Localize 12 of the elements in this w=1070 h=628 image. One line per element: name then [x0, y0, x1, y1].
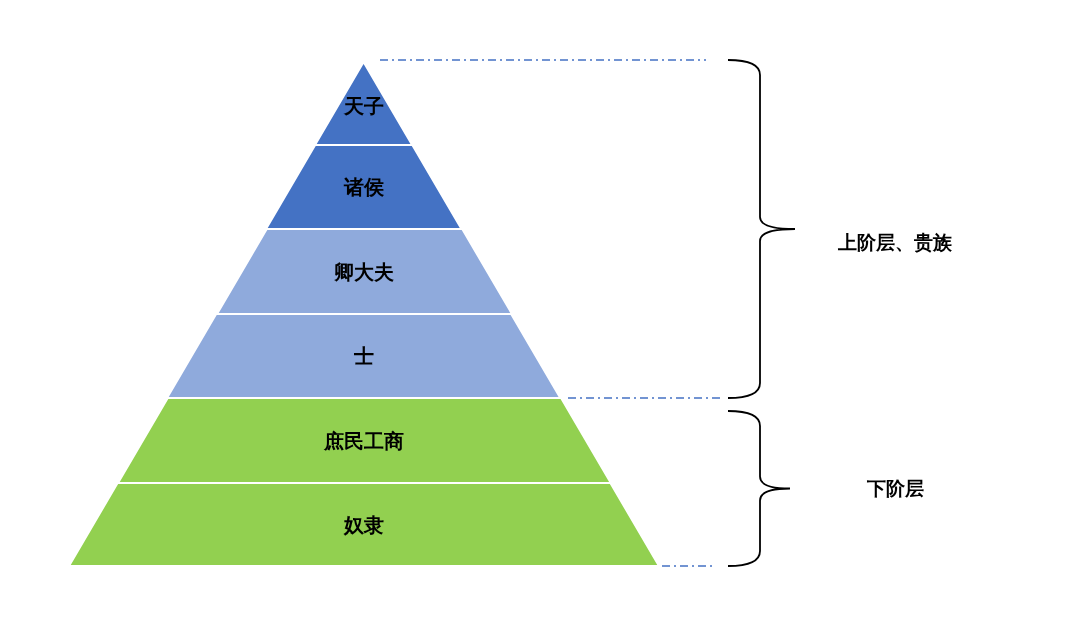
level-label: 士	[354, 342, 374, 370]
level-label: 卿大夫	[334, 258, 394, 285]
brace-label: 下阶层	[866, 476, 924, 501]
brace-label: 上阶层、贵族	[838, 230, 952, 255]
pyramid-level	[69, 483, 659, 566]
level-label: 天子	[344, 92, 384, 119]
pyramid-level	[167, 314, 561, 398]
level-label: 庶民工商	[324, 427, 404, 454]
pyramid-level	[216, 229, 512, 314]
pyramid-level	[117, 398, 611, 483]
level-label: 诸侯	[344, 173, 384, 201]
level-label: 奴隶	[344, 511, 384, 538]
